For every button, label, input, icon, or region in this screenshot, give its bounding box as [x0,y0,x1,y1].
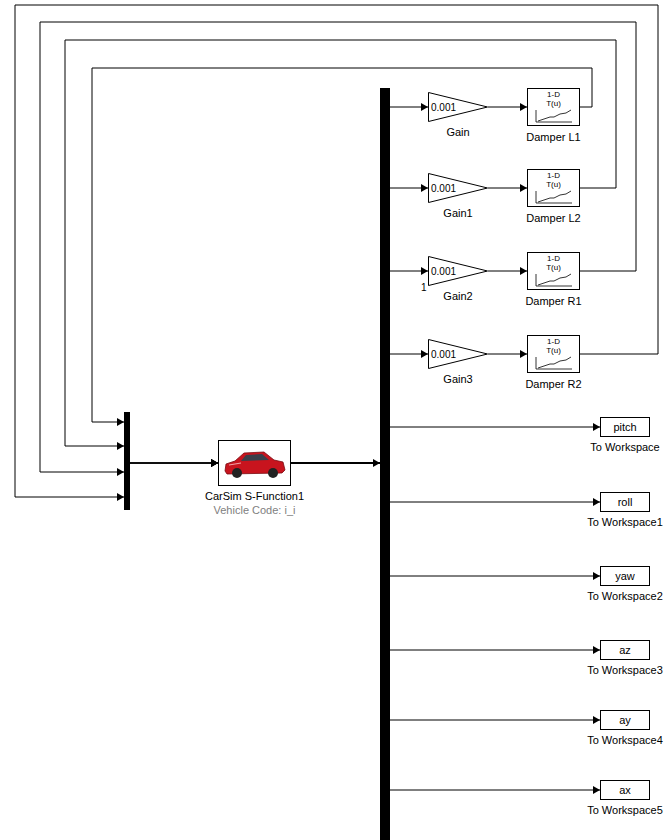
gain-value: 0.001 [431,266,456,277]
axes [536,274,572,286]
gain-outline [429,174,488,203]
signal-line [65,40,616,463]
gain-block: 0.001Gain1 [428,173,488,203]
block-name: To Workspace5 [587,804,663,816]
gain-value: 0.001 [431,102,456,113]
block-name: CarSim S-Function1 [205,490,304,502]
block-name: Damper L2 [526,212,580,224]
to-workspace-block: pitchTo Workspace [600,417,650,437]
curve [538,357,571,368]
signal-line [291,107,428,463]
signal-line [92,68,592,463]
s-function-block: CarSim S-Function1Vehicle Code: i_i [218,440,291,486]
table-curve-icon [534,356,574,370]
axes [536,110,572,122]
axes [536,191,572,203]
block-name: To Workspace2 [587,590,663,602]
car-wheel [268,468,278,478]
gain-outline [429,257,488,286]
block-name: To Workspace1 [587,516,663,528]
lookup-table-block: 1-D T(u)Damper L2 [527,169,580,207]
gain-block: 0.001Gain [428,92,488,122]
signal-line [488,107,527,108]
signal-line [15,5,658,497]
signal-line [291,188,428,463]
mux-input-arrow [117,418,124,426]
to-workspace-block: azTo Workspace3 [600,640,650,660]
lookup-table-block: 1-D T(u)Damper R2 [527,335,580,373]
lookup-table-block: 1-D T(u)Damper L1 [527,88,580,126]
gain-outline [429,93,488,122]
signal-line [488,271,527,272]
mux-input-arrow [117,468,124,476]
curve [538,191,571,202]
block-name: Damper L1 [526,131,580,143]
signal-line [291,463,600,650]
signal-line [291,354,428,463]
gain-value: 0.001 [431,183,456,194]
signal-line [291,463,600,790]
curve [538,274,571,285]
port-number: 1 [421,282,427,293]
table-icon-text: 1-D T(u) [541,337,567,355]
variable-name: pitch [613,421,636,433]
block-name: Damper R2 [525,378,581,390]
block-name: To Workspace [590,441,660,453]
demux-bar [380,88,390,840]
block-name: Damper R1 [525,295,581,307]
mux-bar [124,412,130,510]
table-curve-icon [534,190,574,204]
axes [536,357,572,369]
table-curve-icon [534,109,574,123]
block-name: Gain3 [443,373,472,385]
lookup-table-block: 1-D T(u)Damper R1 [527,252,580,290]
curve [538,110,571,121]
block-name: To Workspace4 [587,734,663,746]
block-name: Gain2 [443,290,472,302]
demux-input-arrow [373,459,380,467]
block-annotation: Vehicle Code: i_i [214,504,296,516]
mux-input-arrow [117,442,124,450]
port-arrows [117,418,380,501]
signal-line [291,271,428,463]
to-workspace-block: axTo Workspace5 [600,780,650,800]
car-icon [219,441,290,485]
to-workspace-block: ayTo Workspace4 [600,710,650,730]
table-icon-text: 1-D T(u) [541,254,567,272]
signal-line [488,354,527,355]
signal-line [40,22,636,472]
gain-block: 0.001Gain2 [428,256,488,286]
gain-block: 0.001Gain3 [428,339,488,369]
variable-name: roll [618,496,633,508]
to-workspace-block: yawTo Workspace2 [600,566,650,586]
table-curve-icon [534,273,574,287]
block-name: Gain [446,126,469,138]
variable-name: yaw [615,570,635,582]
table-icon-text: 1-D T(u) [541,90,567,108]
gain-value: 0.001 [431,349,456,360]
mux-input-arrow [117,493,124,501]
variable-name: az [619,644,631,656]
car-highlight [229,463,241,465]
car-window [241,454,269,461]
block-name: To Workspace3 [587,664,663,676]
to-workspace-block: rollTo Workspace1 [600,492,650,512]
table-icon-text: 1-D T(u) [541,171,567,189]
signal-line [291,427,600,463]
signal-line [291,463,600,502]
block-name: Gain1 [443,207,472,219]
variable-name: ax [619,784,631,796]
gain-outline [429,340,488,369]
signal-line [291,463,600,720]
car-wheel [232,468,242,478]
signal-line [488,188,527,189]
signal-line [291,463,600,576]
variable-name: ay [619,714,631,726]
